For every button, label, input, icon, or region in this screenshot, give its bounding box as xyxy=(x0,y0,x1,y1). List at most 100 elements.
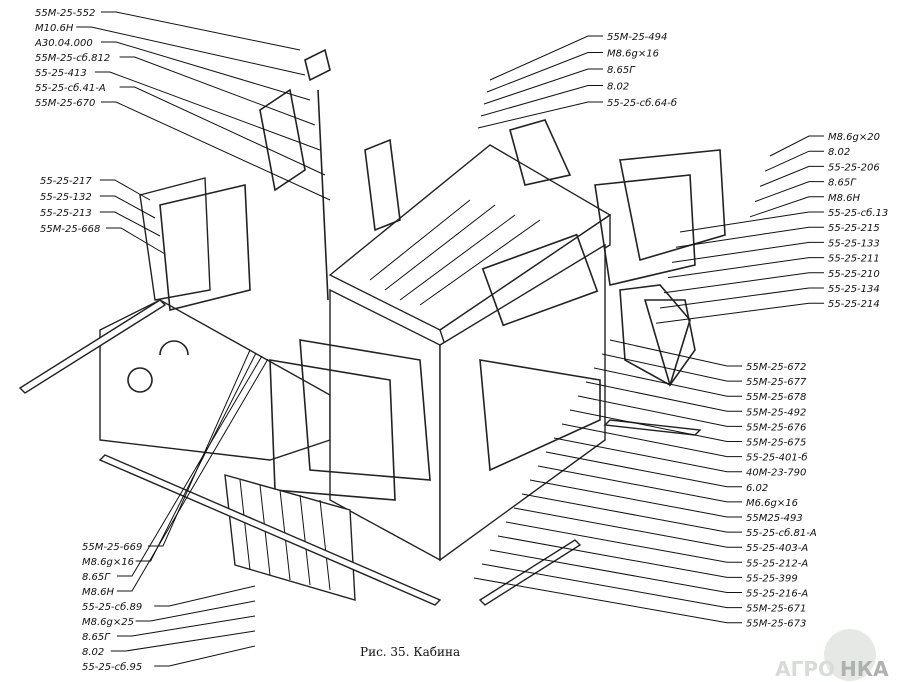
leader-line xyxy=(764,150,824,172)
leader-line xyxy=(769,135,824,157)
front-window-frame xyxy=(299,339,431,481)
leader-line xyxy=(473,577,742,624)
leader-line xyxy=(119,86,326,176)
tool-box xyxy=(481,233,599,327)
leader-line xyxy=(505,521,742,563)
part-label: 55-25-133 xyxy=(828,238,880,249)
figure-caption: Рис. 35. Кабина xyxy=(360,645,460,659)
part-label: 8.65Г xyxy=(828,178,857,189)
handle-frame xyxy=(259,88,306,192)
front-window-glass xyxy=(269,359,396,501)
part-label: 55-25-413 xyxy=(35,68,87,79)
part-label: 55M-25-492 xyxy=(746,407,806,418)
leader-line xyxy=(106,227,166,255)
part-label: 55-25-399 xyxy=(746,573,798,584)
leader-line xyxy=(577,395,742,427)
leader-line xyxy=(671,241,824,263)
part-label: 55-25-сб.81-А xyxy=(746,527,817,539)
watermark-text: АГРО xyxy=(775,657,835,681)
watermark-logo: АГРО НКА xyxy=(775,629,889,681)
part-label: 8.65Г xyxy=(607,65,636,76)
part-label: 55-25-206 xyxy=(828,162,880,173)
bracket-plate xyxy=(304,48,331,82)
part-label: 55-25-134 xyxy=(828,284,880,295)
part-label: M8.6g×16 xyxy=(82,557,134,568)
cab-side-wall xyxy=(439,243,606,562)
part-label: M8.6H xyxy=(828,193,861,204)
part-label: M8.6g×20 xyxy=(828,132,880,143)
part-label: 55M-25-сб.812 xyxy=(35,52,110,64)
part-label: 55-25-216-А xyxy=(746,589,808,600)
leader-lines xyxy=(76,11,824,667)
leader-line xyxy=(101,101,331,201)
leader-line xyxy=(537,465,742,503)
leader-line xyxy=(117,355,263,577)
leader-line xyxy=(561,423,742,458)
cab-drawing xyxy=(18,48,726,606)
part-label: 55-25-214 xyxy=(828,299,880,310)
leader-line xyxy=(480,85,603,117)
frame-arch xyxy=(159,340,189,356)
leader-line xyxy=(154,585,256,607)
leader-line xyxy=(99,179,151,201)
part-label: 8.02 xyxy=(82,647,104,658)
part-label: 55-25-215 xyxy=(828,223,880,234)
part-label: 55M-25-676 xyxy=(746,422,806,433)
part-label: 55-25-сб.64-б xyxy=(607,97,677,109)
leader-line xyxy=(679,211,824,233)
part-label: 8.65Г xyxy=(82,632,111,643)
leader-line xyxy=(659,287,824,309)
part-label: 55M-25-668 xyxy=(40,224,100,235)
part-label: 55-25-132 xyxy=(40,192,92,203)
frame-hole xyxy=(127,367,153,393)
leader-line xyxy=(117,615,256,637)
leader-line xyxy=(148,349,251,547)
leader-line xyxy=(497,535,742,578)
rod xyxy=(317,89,329,301)
leader-line xyxy=(154,645,256,667)
leader-line xyxy=(545,451,742,488)
leader-line xyxy=(675,226,824,248)
leader-line xyxy=(601,353,742,382)
leader-line xyxy=(754,181,824,203)
part-label: 55-25-211 xyxy=(828,254,880,265)
left-window-frame xyxy=(139,177,211,301)
leader-line xyxy=(110,630,256,652)
leader-line xyxy=(119,56,316,126)
leader-line xyxy=(477,101,603,129)
leader-line xyxy=(101,11,301,51)
leader-line xyxy=(655,302,824,324)
part-label: A30.04.000 xyxy=(34,38,93,49)
part-label: M8.6g×16 xyxy=(607,49,659,60)
roof-edge xyxy=(439,213,611,347)
leader-line xyxy=(117,358,269,592)
leader-line xyxy=(76,26,306,76)
guard-grid xyxy=(509,119,572,186)
part-label: M8.6g×25 xyxy=(82,617,134,628)
part-label: M8.6H xyxy=(82,587,115,598)
leader-line xyxy=(101,41,311,101)
leader-line xyxy=(569,409,742,442)
leader-line xyxy=(135,600,256,622)
leader-line xyxy=(553,437,742,473)
part-label: 55M-25-677 xyxy=(746,377,807,388)
part-label: M6.6g×16 xyxy=(746,498,798,509)
leader-line xyxy=(513,507,742,548)
part-label: 55M-25-671 xyxy=(746,604,806,615)
leader-line xyxy=(749,196,824,218)
leader-line xyxy=(609,339,742,367)
leader-line xyxy=(585,381,742,412)
watermark-text: НКА xyxy=(840,657,889,681)
part-label: 55-25-сб.95 xyxy=(82,661,142,673)
leader-line xyxy=(481,563,742,609)
leader-line xyxy=(663,272,824,294)
part-label: 8.02 xyxy=(828,147,850,158)
leader-line xyxy=(759,165,824,187)
part-label: 55M-25-675 xyxy=(746,438,806,449)
part-label: 55M-25-670 xyxy=(35,98,95,109)
part-label: 55-25-213 xyxy=(40,208,92,219)
leader-line xyxy=(593,367,742,397)
part-label: 55M-25-552 xyxy=(35,8,95,19)
leader-line xyxy=(529,479,742,518)
part-label: 8.65Г xyxy=(82,572,111,583)
